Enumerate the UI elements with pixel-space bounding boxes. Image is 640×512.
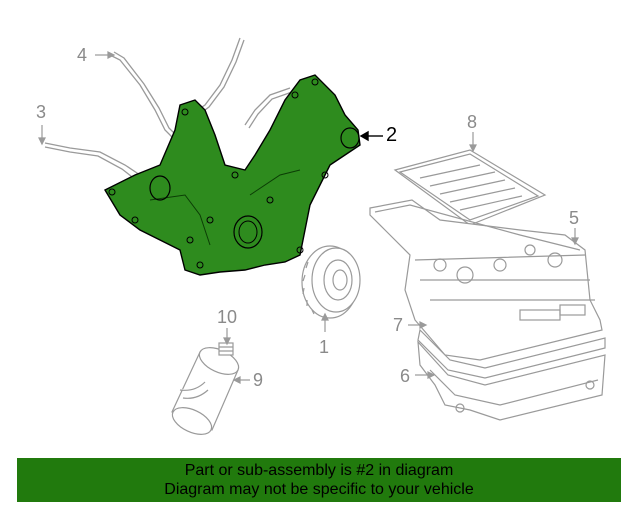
crank-pulley <box>301 245 361 319</box>
callout-leaders <box>38 51 579 384</box>
callout-leader-2 <box>359 130 383 142</box>
banner-line-2: Diagram may not be specific to your vehi… <box>164 481 474 498</box>
callout-5: 5 <box>569 208 580 228</box>
callout-10: 10 <box>217 307 238 327</box>
callout-2[interactable]: 2 <box>386 124 398 146</box>
info-banner: Part or sub-assembly is #2 in diagram Di… <box>17 458 621 502</box>
banner-line-1: Part or sub-assembly is #2 in diagram <box>184 462 454 479</box>
callout-6: 6 <box>400 366 411 386</box>
oil-filter <box>171 347 240 435</box>
oil-pan-assembly <box>369 149 606 421</box>
callout-3: 3 <box>36 102 47 122</box>
callout-4: 4 <box>77 45 88 65</box>
callout-9: 9 <box>253 370 264 390</box>
callout-1: 1 <box>319 337 330 357</box>
timing-cover <box>104 74 361 276</box>
callout-8: 8 <box>467 112 478 132</box>
oil-filter-adapter <box>218 342 234 356</box>
parts-diagram <box>38 37 606 435</box>
callout-7: 7 <box>393 315 404 335</box>
